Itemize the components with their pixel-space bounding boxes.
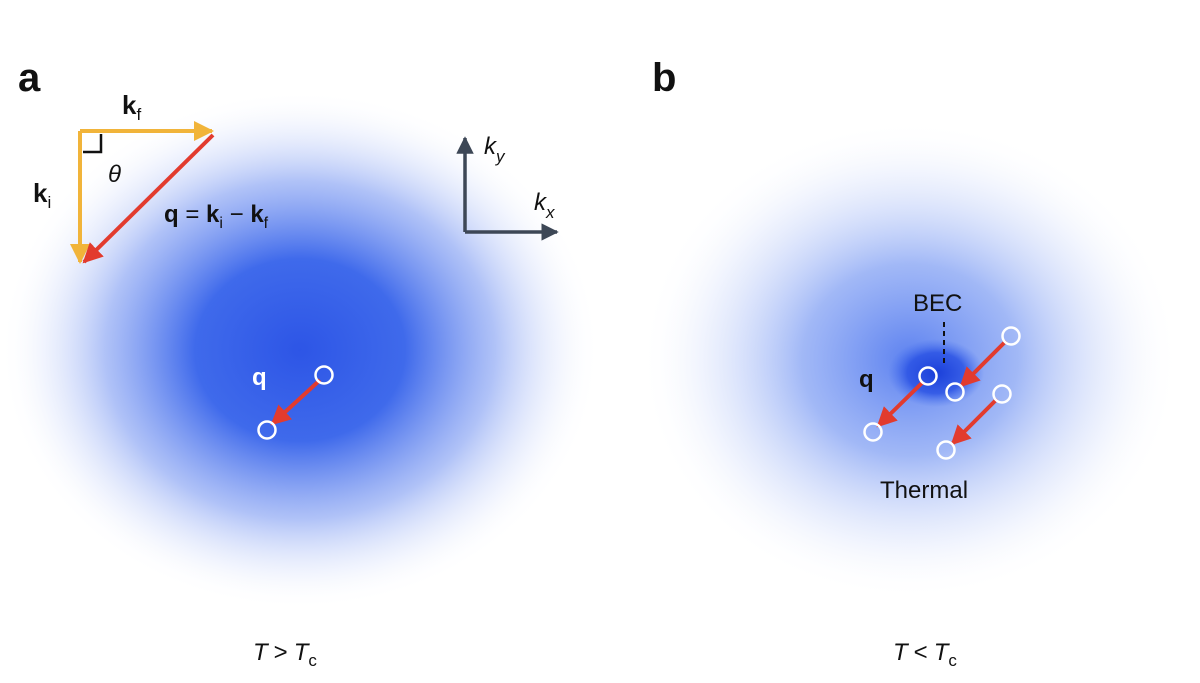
bec-initial-circle: [918, 366, 938, 386]
thermal-final-circle-1: [945, 382, 965, 402]
q-label-cloud: q: [252, 364, 267, 391]
thermal-initial-circle-1: [1001, 326, 1021, 346]
ki-label: ki: [33, 178, 51, 212]
bec-label: BEC: [913, 290, 962, 317]
right-angle-mark: [83, 134, 103, 154]
panel-b-condition: T<Tc: [893, 639, 957, 670]
thermal-label: Thermal: [880, 477, 968, 504]
panel-a-condition: T>Tc: [253, 639, 317, 670]
panel-a-letter: a: [18, 56, 41, 100]
thermal-final-circle-2: [936, 440, 956, 460]
panel-b-letter: b: [652, 56, 676, 100]
q-arrow-cloud: [270, 378, 322, 426]
initial-state-circle: [314, 365, 334, 385]
q-arrow-thermal-2: [950, 397, 999, 446]
panel-b: b BEC q Thermal T<Tc: [640, 56, 1180, 670]
panel-a-cloud: [0, 90, 600, 610]
q-arrow-triangle: [82, 133, 215, 264]
bec-final-circle: [863, 422, 883, 442]
q-arrow-bec: [876, 380, 925, 428]
thermal-initial-circle-2: [992, 384, 1012, 404]
q-label-b: q: [859, 366, 874, 393]
q-equation: q = ki − kf: [164, 201, 269, 232]
panel-a: a kf ki θ q = ki − kf ky kx q T>Tc: [0, 56, 600, 670]
theta-label: θ: [108, 161, 121, 188]
kf-label: kf: [122, 90, 141, 124]
final-state-circle: [257, 420, 277, 440]
ky-label: ky: [484, 133, 506, 166]
q-arrow-thermal-1: [959, 339, 1008, 388]
kx-label: kx: [534, 189, 555, 222]
